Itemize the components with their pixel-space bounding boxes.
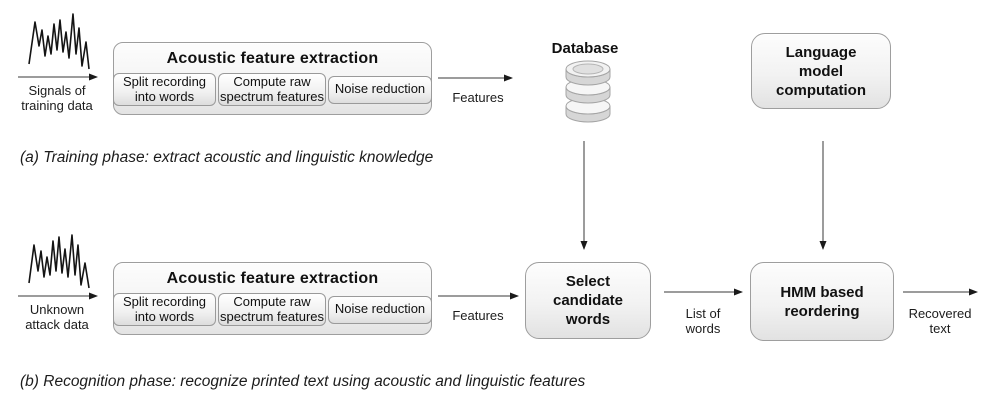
waveform-icon [28, 13, 90, 70]
recovered-text-label: Recovered text [908, 306, 972, 336]
features-label-b: Features [452, 308, 504, 323]
afe-steps-row: Split recording into words Compute raw s… [113, 73, 432, 106]
afe-title: Acoustic feature extraction [166, 270, 379, 287]
attack-input-label: Unknown attack data [25, 302, 89, 332]
training-input-label: Signals of training data [21, 83, 93, 113]
step-noise-reduction: Noise reduction [328, 295, 432, 324]
language-model-computation-box: Language model computation [751, 33, 891, 109]
step-compute-spectrum: Compute raw spectrum features [218, 293, 326, 326]
step-split-recording: Split recording into words [113, 293, 216, 326]
caption-a: (a) Training phase: extract acoustic and… [20, 149, 434, 166]
hmm-based-reordering-box: HMM based reordering [750, 262, 894, 341]
caption-b: (b) Recognition phase: recognize printed… [20, 373, 586, 390]
afe-steps-row: Split recording into words Compute raw s… [113, 293, 432, 326]
features-label-a: Features [452, 90, 504, 105]
step-split-recording: Split recording into words [113, 73, 216, 106]
list-of-words-label: List of words [685, 306, 721, 336]
step-compute-spectrum: Compute raw spectrum features [218, 73, 326, 106]
step-noise-reduction: Noise reduction [328, 75, 432, 104]
waveform-icon [28, 234, 90, 289]
select-candidate-words-box: Select candidate words [525, 262, 651, 339]
acoustic-feature-extraction-box-a: Acoustic feature extraction Split record… [113, 42, 432, 115]
database-label: Database [551, 40, 619, 57]
database-cylinder-icon [565, 60, 611, 123]
acoustic-feature-extraction-box-b: Acoustic feature extraction Split record… [113, 262, 432, 335]
afe-title: Acoustic feature extraction [166, 50, 379, 67]
